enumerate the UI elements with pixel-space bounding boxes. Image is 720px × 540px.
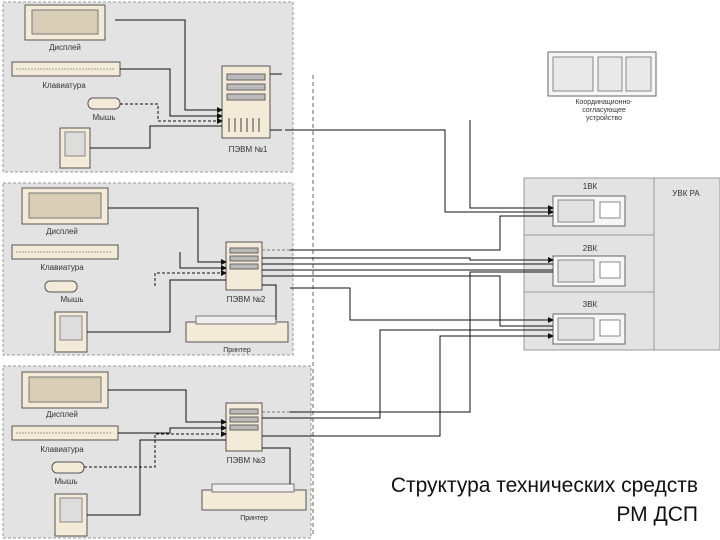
connector-line — [469, 120, 554, 211]
mouse-icon — [87, 97, 121, 110]
rack-bay-label-3: 3ВК — [583, 300, 598, 309]
connector-line — [262, 275, 553, 327]
tablet-icon — [54, 311, 88, 353]
display-label-1: Дисплей — [49, 43, 81, 52]
coordinator-label-3: устройство — [586, 114, 622, 122]
mouse-label-1: Мышь — [93, 113, 116, 122]
keyboard-label-2: Клавиатура — [40, 263, 84, 272]
pc-label-2: ПЭВМ №2 — [227, 295, 266, 304]
connector-line — [262, 447, 291, 484]
connector-line — [87, 279, 226, 333]
connector-line — [90, 125, 222, 149]
mouse-icon — [51, 461, 85, 474]
pc-tower-icon — [221, 65, 271, 139]
display-icon — [24, 4, 106, 41]
connector-line — [120, 68, 223, 119]
pc-label-3: ПЭВМ №3 — [227, 456, 266, 465]
rack-unit-icon — [552, 255, 626, 287]
tablet-icon — [54, 493, 88, 537]
connector-line — [285, 129, 554, 215]
pc-tower-icon — [225, 402, 263, 452]
printer-label-3: Принтер — [240, 515, 268, 522]
coordinator-label-1: Координационно- — [575, 99, 633, 106]
connector-line — [108, 207, 227, 265]
pc-tower-icon — [225, 241, 263, 291]
printer-label-2: Принтер — [223, 347, 251, 354]
keyboard-label-3: Клавиатура — [40, 445, 84, 454]
rack-unit-icon — [552, 313, 626, 345]
connector-line — [87, 439, 226, 516]
display-label-3: Дисплей — [46, 410, 78, 419]
display-icon — [21, 187, 109, 225]
connector-line — [262, 284, 277, 320]
connector-line — [179, 252, 227, 271]
caption-line-2: РМ ДСП — [616, 503, 698, 526]
mouse-label-2: Мышь — [61, 295, 84, 304]
keyboard-icon — [11, 61, 121, 77]
mouse-icon — [44, 280, 78, 293]
connector-line — [262, 333, 554, 437]
rack-title: УВК РА — [672, 189, 700, 198]
display-icon — [21, 371, 109, 409]
connector-line — [290, 215, 553, 251]
connector-line — [154, 270, 227, 286]
printer-icon — [185, 315, 289, 343]
connector-line — [115, 19, 223, 113]
connector-line — [118, 425, 227, 434]
connector-line — [262, 257, 554, 263]
keyboard-icon — [11, 244, 119, 260]
display-label-2: Дисплей — [46, 227, 78, 236]
rack-bay-label-2: 2ВК — [583, 244, 598, 253]
keyboard-label-1: Клавиатура — [42, 81, 86, 90]
printer-icon — [201, 483, 307, 511]
pc-label-1: ПЭВМ №1 — [229, 145, 268, 154]
mouse-label-3: Мышь — [55, 477, 78, 486]
connector-line — [120, 103, 223, 124]
keyboard-icon — [11, 425, 119, 441]
rack-unit-icon — [552, 195, 626, 227]
connector-line — [262, 329, 553, 419]
connector-line — [290, 287, 554, 323]
tablet-icon — [59, 127, 91, 169]
coordinator-device-icon — [547, 51, 657, 97]
connector-line — [108, 389, 227, 425]
rack-bay-label-1: 1ВК — [583, 182, 598, 191]
connector-line — [290, 271, 553, 413]
connector-line — [84, 431, 227, 468]
caption-line-1: Структура технических средств — [390, 474, 698, 497]
coordinator-label-2: согласующее — [582, 107, 626, 114]
